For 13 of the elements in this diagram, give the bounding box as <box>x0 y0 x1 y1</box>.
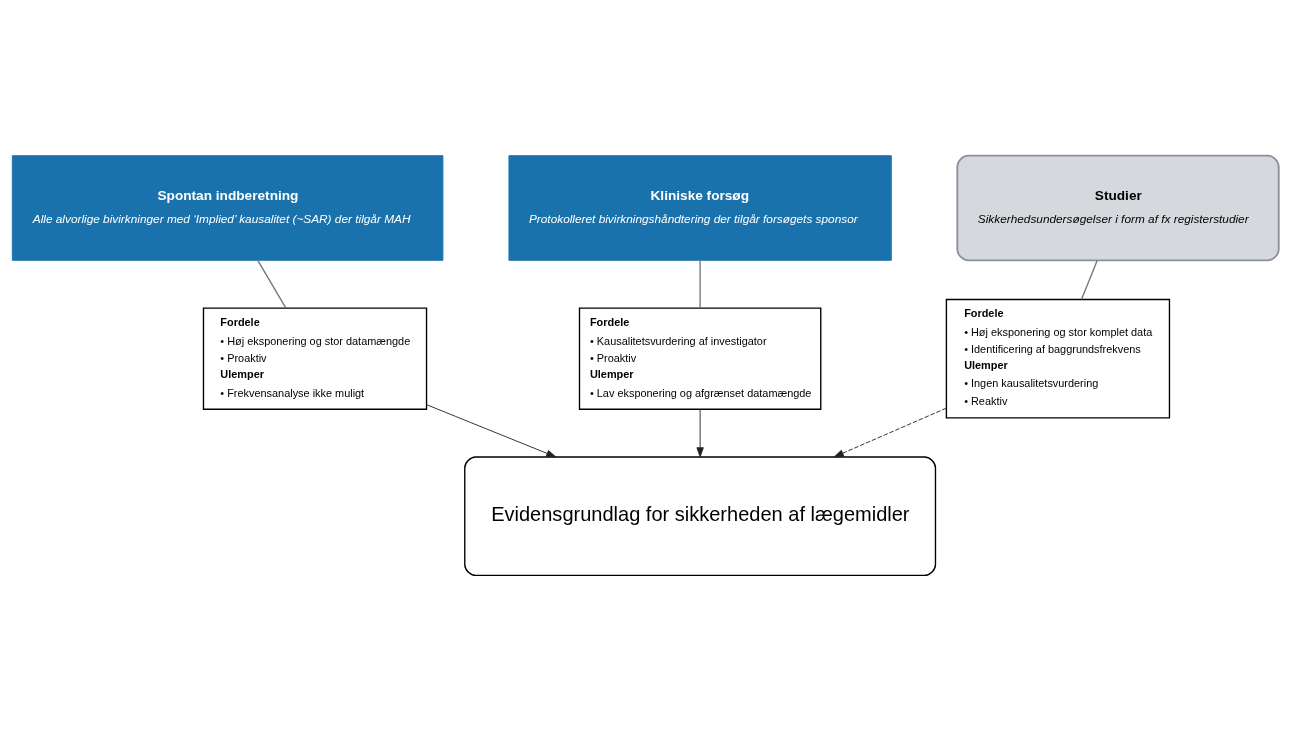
node-box: Evidensgrundlag for sikkerheden af lægemidler <box>464 456 937 577</box>
arrow <box>696 408 704 458</box>
node-box: Studier Sikkerhedsundersøgelser i form af fx registerstudier <box>956 154 1280 262</box>
arrow <box>426 404 557 458</box>
connector <box>699 259 701 309</box>
node-box: Spontan indberetning Alle alvorlige bivirkninger med ‘Implied’ kausalitet (~SAR) der tilgår MAH <box>11 155 444 261</box>
node-box: Kliniske forsøg Protokolleret bivirkningshåndtering der tilgår forsøgets sponsor <box>508 155 892 261</box>
connector <box>257 259 287 309</box>
arrow <box>833 407 947 458</box>
node-box: Fordele • Høj eksponering og stor komplet data • Identificering af baggrundsfrekvens Ulemper • Ingen kausalitetsvurdering • Reaktiv <box>945 298 1171 419</box>
node-box: Fordele • Høj eksponering og stor datamængde • Proaktiv Ulemper • Frekvensanalyse ikke muligt <box>202 307 428 410</box>
node-box: Fordele • Kausalitetsvurdering af investigator • Proaktiv Ulemper • Lav eksponering og afgrænset datamængde <box>578 307 822 410</box>
connector <box>1080 259 1098 300</box>
